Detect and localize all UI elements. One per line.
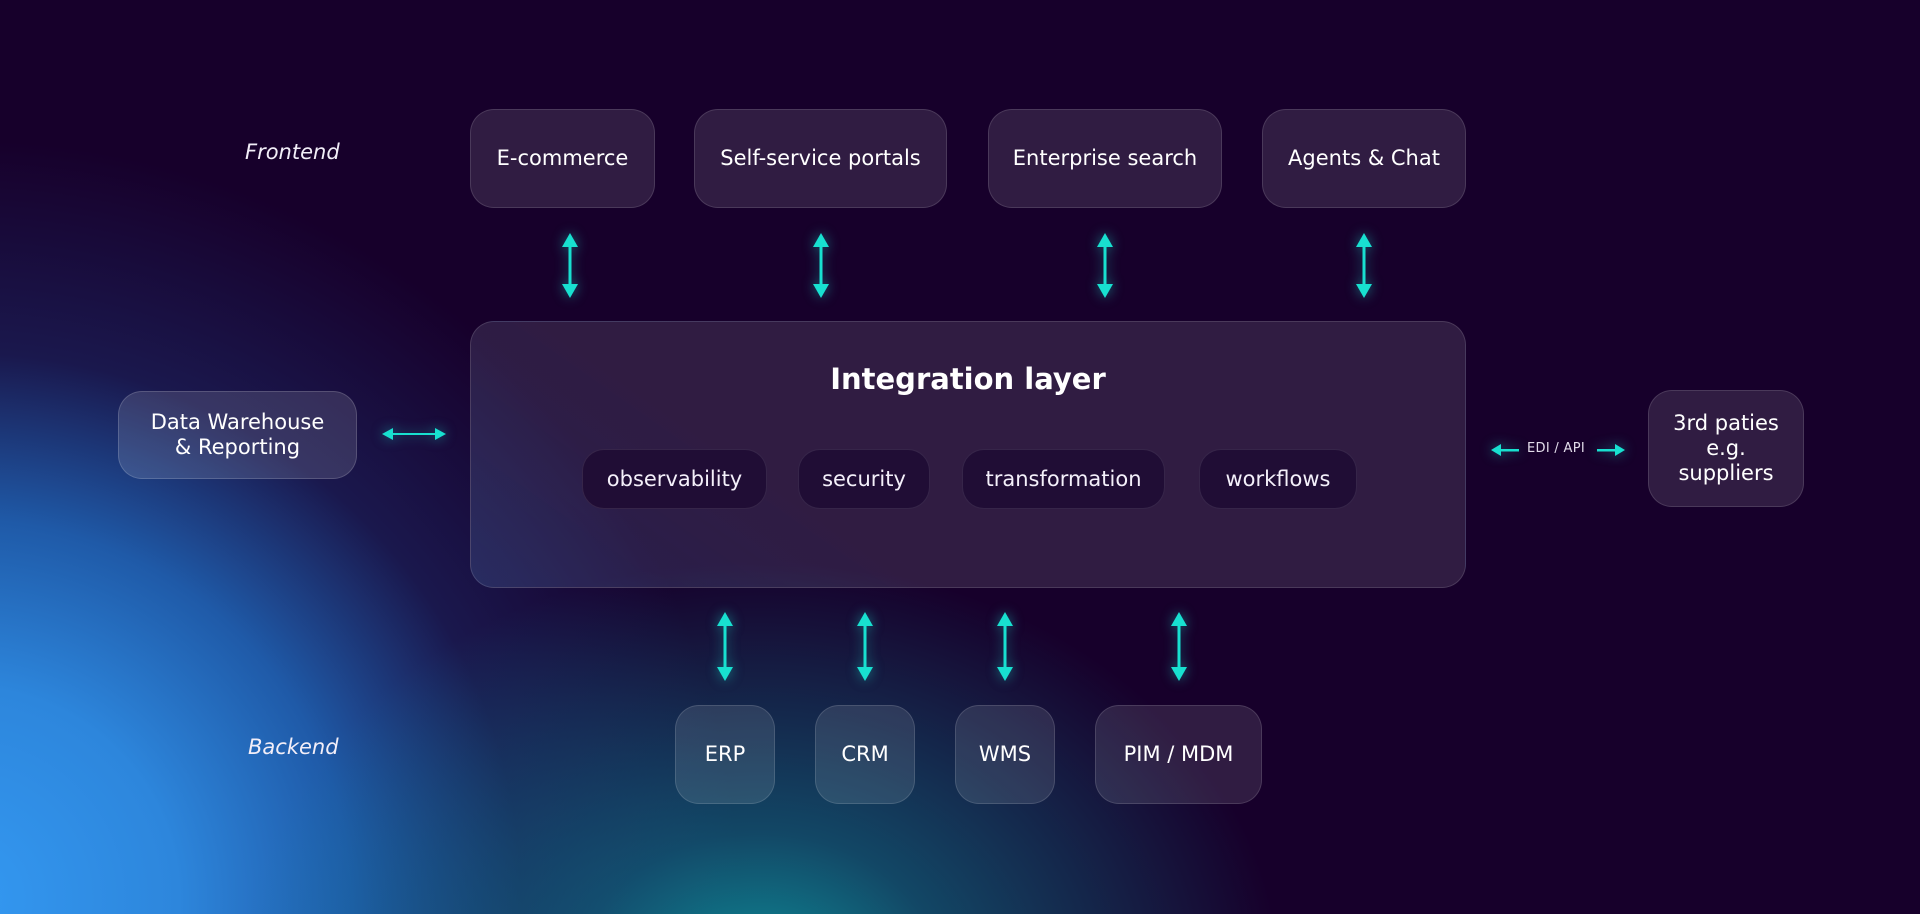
double-arrow-vertical-icon xyxy=(857,612,873,681)
frontend-box-agents-chat[interactable]: Agents & Chat xyxy=(1262,109,1466,208)
double-arrow-vertical-icon xyxy=(1171,612,1187,681)
capability-pill-security[interactable]: security xyxy=(798,449,930,509)
edi-api-label: EDI / API xyxy=(1527,441,1585,456)
capability-pill-workflows[interactable]: workflows xyxy=(1199,449,1357,509)
backend-box-label: PIM / MDM xyxy=(1123,741,1234,766)
double-arrow-horizontal-icon xyxy=(382,428,446,440)
frontend-box-label: Agents & Chat xyxy=(1288,145,1440,170)
double-arrow-vertical-icon xyxy=(1356,233,1372,298)
data-warehouse-label-line2: & Reporting xyxy=(174,435,301,459)
double-arrow-vertical-icon xyxy=(813,233,829,298)
arrow-left-icon xyxy=(1491,444,1519,456)
third-parties-label-line1: 3rd paties xyxy=(1673,410,1779,435)
backend-box-pim-mdm[interactable]: PIM / MDM xyxy=(1095,705,1262,804)
frontend-row-label: Frontend xyxy=(245,140,340,164)
backend-row-label: Backend xyxy=(248,735,339,759)
data-warehouse-box[interactable]: Data Warehouse & Reporting xyxy=(118,391,357,479)
third-parties-box[interactable]: 3rd paties e.g. suppliers xyxy=(1648,390,1804,507)
capability-pill-label: security xyxy=(822,467,906,491)
capability-pill-label: workflows xyxy=(1225,467,1331,491)
backend-box-label: WMS xyxy=(978,741,1032,766)
frontend-box-label: E-commerce xyxy=(496,145,629,170)
third-parties-label-line3: suppliers xyxy=(1678,461,1774,486)
frontend-box-label: Self-service portals xyxy=(720,145,921,170)
capability-pill-observability[interactable]: observability xyxy=(582,449,767,509)
backend-box-label: CRM xyxy=(841,741,889,766)
arrow-right-icon xyxy=(1597,444,1625,456)
backend-box-wms[interactable]: WMS xyxy=(955,705,1055,804)
frontend-box-enterprise-search[interactable]: Enterprise search xyxy=(988,109,1222,208)
data-warehouse-label-line1: Data Warehouse xyxy=(150,409,325,434)
backend-box-erp[interactable]: ERP xyxy=(675,705,775,804)
third-parties-label-line2: e.g. xyxy=(1706,435,1746,460)
backend-box-label: ERP xyxy=(704,741,746,766)
frontend-box-label: Enterprise search xyxy=(1012,145,1198,170)
double-arrow-vertical-icon xyxy=(997,612,1013,681)
capability-pill-label: observability xyxy=(606,467,743,491)
integration-layer-panel: Integration layer observability security… xyxy=(470,321,1466,588)
frontend-box-self-service-portals[interactable]: Self-service portals xyxy=(694,109,947,208)
capability-pill-transformation[interactable]: transformation xyxy=(962,449,1165,509)
backend-box-crm[interactable]: CRM xyxy=(815,705,915,804)
capability-pill-label: transformation xyxy=(985,467,1142,491)
double-arrow-vertical-icon xyxy=(562,233,578,298)
frontend-box-ecommerce[interactable]: E-commerce xyxy=(470,109,655,208)
double-arrow-vertical-icon xyxy=(1097,233,1113,298)
double-arrow-vertical-icon xyxy=(717,612,733,681)
integration-layer-title: Integration layer xyxy=(830,362,1106,396)
